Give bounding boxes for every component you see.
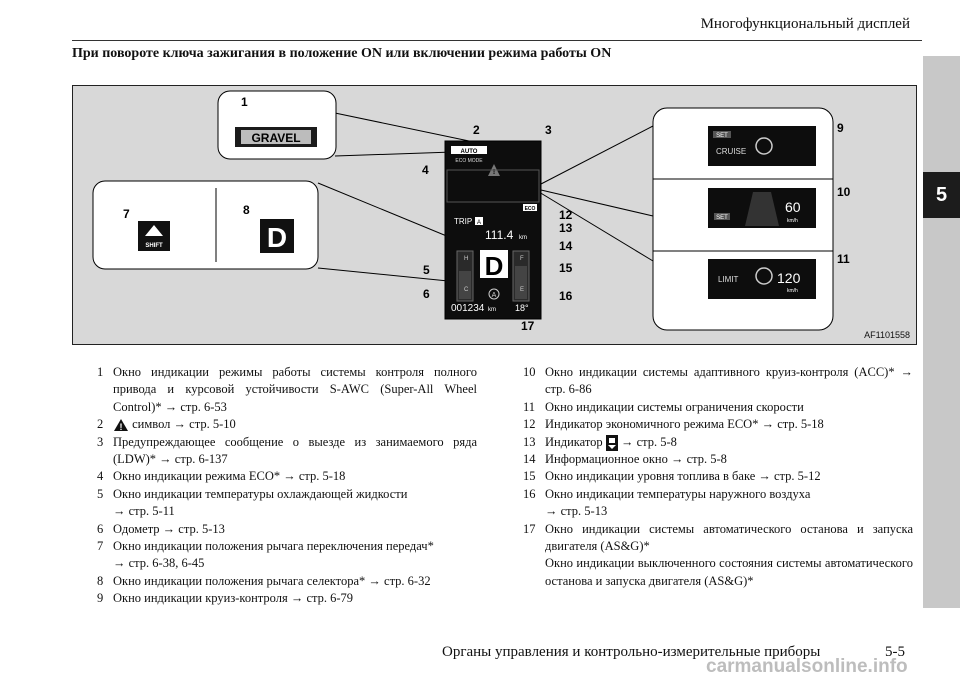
outside-temp: 18° — [515, 303, 529, 313]
temp-cold-label: C — [464, 287, 469, 293]
auto-label: AUTO — [461, 149, 478, 155]
svg-text:!: ! — [493, 169, 495, 176]
info-screen-icon — [605, 434, 618, 451]
cruise-label: CRUISE — [716, 147, 746, 156]
callout-4: 4 — [422, 163, 429, 177]
trip-sub-label: A — [477, 220, 481, 226]
eco-mode-label: ECO MODE — [455, 158, 483, 164]
limit-label: LIMIT — [718, 275, 739, 284]
legend-item-continuation: Окно индикации выключенного состояния си… — [545, 556, 913, 588]
watermark: carmanualsonline.info — [706, 656, 908, 677]
instrument-cluster-figure: GRAVEL SHIFT D AUTO ECO MODE ! ECO TRIP … — [72, 85, 917, 345]
callout-10: 10 — [837, 185, 851, 199]
trip-value: 111.4 — [485, 228, 514, 242]
acc-set-label: SET — [716, 215, 728, 221]
svg-text:!: ! — [120, 422, 123, 432]
callout-2: 2 — [473, 123, 480, 137]
callout-9: 9 — [837, 121, 844, 135]
acc-speed: 60 — [785, 199, 801, 215]
eco-badge: ECO — [525, 206, 536, 212]
page-number: 5-5 — [885, 644, 905, 660]
callout-11: 11 — [837, 252, 850, 266]
callout-17: 17 — [521, 319, 535, 333]
callout-15: 15 — [559, 261, 573, 275]
chapter-tab[interactable]: 5 — [923, 172, 960, 218]
limit-unit: km/h — [787, 288, 798, 294]
legend-item-continuation: → стр. 5-13 — [545, 504, 608, 519]
footer-chapter-title: Органы управления и контрольно-измерител… — [442, 644, 821, 660]
figure-id: AF1101558 — [864, 330, 910, 340]
legend-item-continuation: → стр. 5-11 — [113, 504, 175, 519]
callout-numbers: 1 2 3 4 5 6 7 8 9 10 11 12 13 14 15 16 1… — [123, 95, 851, 333]
callout-12: 12 — [559, 208, 573, 222]
callout-14: 14 — [559, 239, 573, 253]
chapter-sidebar — [923, 56, 960, 608]
legend-item-continuation: → стр. 6-38, 6-45 — [113, 556, 205, 571]
gravel-label: GRAVEL — [251, 131, 300, 145]
callout-3: 3 — [545, 123, 552, 137]
callout-6: 6 — [423, 287, 430, 301]
callout-7: 7 — [123, 207, 130, 221]
warning-triangle-icon: ! — [114, 419, 128, 432]
legend-item: 2! символ → стр. 5-10 — [97, 417, 236, 433]
callout-8: 8 — [243, 203, 250, 217]
leader-lines — [215, 112, 654, 285]
callout-13: 13 — [559, 221, 573, 235]
cruise-set-label: SET — [716, 133, 728, 139]
trip-label: TRIP — [454, 217, 472, 226]
figure-illustration: GRAVEL SHIFT D AUTO ECO MODE ! ECO TRIP … — [92, 90, 851, 333]
temp-hot-label: H — [464, 256, 468, 262]
limit-speed: 120 — [777, 270, 801, 286]
fuel-empty-label: E — [520, 287, 524, 293]
trip-unit: km — [519, 235, 527, 241]
cluster-gear-d: D — [485, 251, 504, 281]
callout-5: 5 — [423, 263, 430, 277]
limit-gauge-icon — [755, 267, 773, 285]
page-header-title: Многофункциональный дисплей — [700, 16, 910, 32]
asg-letter: A — [492, 292, 497, 299]
gravel-panel — [217, 90, 337, 160]
odometer-unit: km — [488, 307, 496, 313]
acc-unit: km/h — [787, 218, 798, 224]
shift-label: SHIFT — [145, 243, 163, 249]
header-rule — [72, 40, 922, 41]
fuel-full-label: F — [520, 256, 524, 262]
callout-1: 1 — [241, 95, 248, 109]
callout-16: 16 — [559, 289, 573, 303]
gear-d-large: D — [267, 222, 287, 253]
odometer-value: 001234 — [451, 303, 485, 314]
section-subheading: При повороте ключа зажигания в положение… — [72, 46, 612, 61]
cruise-gauge-icon — [755, 137, 773, 155]
